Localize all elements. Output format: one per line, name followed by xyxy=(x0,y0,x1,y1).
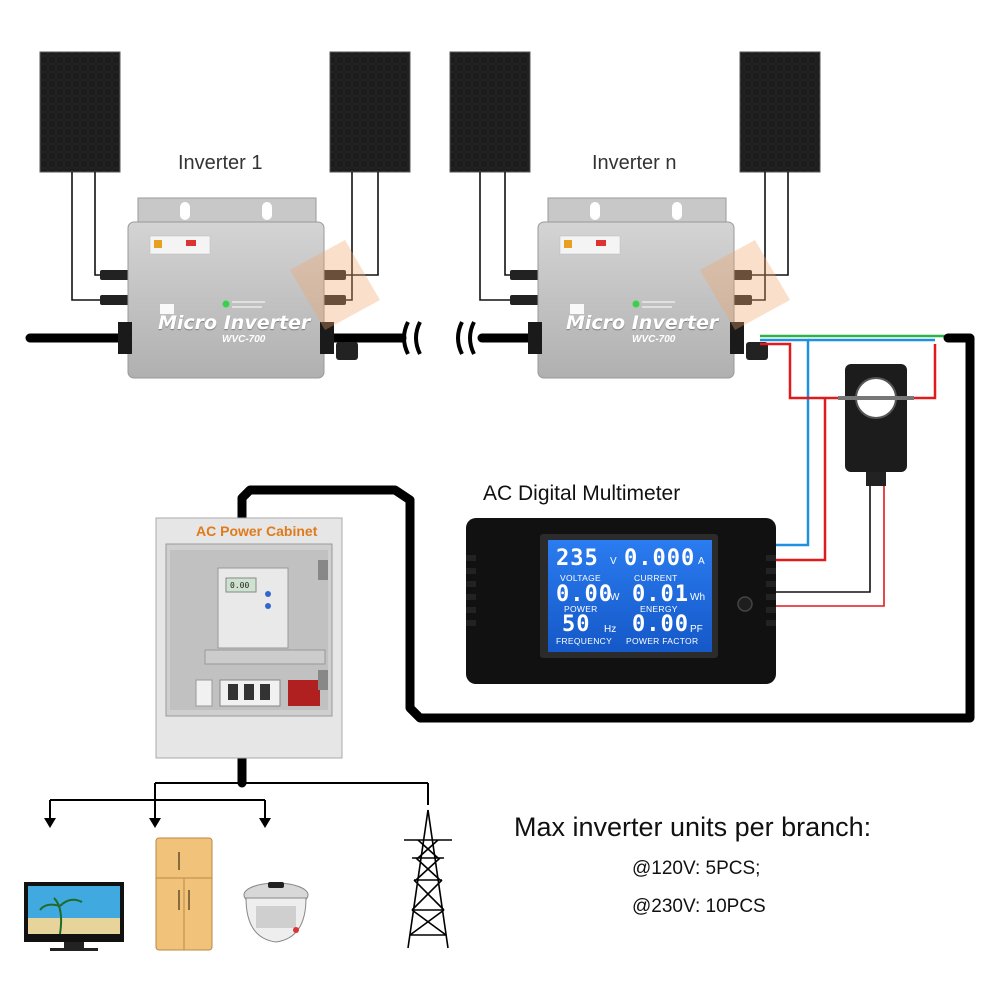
inverter-n-device xyxy=(528,197,790,379)
energy-unit: Wh xyxy=(690,592,705,603)
rice-cooker-icon xyxy=(243,882,309,943)
output-wires xyxy=(760,334,950,562)
frequency-unit: Hz xyxy=(604,624,617,635)
solar-panel-icon xyxy=(449,51,531,173)
energy-caption: ENERGY xyxy=(640,604,678,614)
power-factor-caption: POWER FACTOR xyxy=(626,636,699,646)
current-unit: A xyxy=(698,556,705,567)
power-factor-unit: PF xyxy=(690,624,703,635)
inverter-n-label: Inverter n xyxy=(592,152,677,174)
voltage-value: 235 xyxy=(556,546,599,571)
solar-panel-icon xyxy=(39,51,121,173)
cable-break-symbol xyxy=(402,321,476,355)
inverter-1-brand: Micro Inverter xyxy=(158,312,311,334)
power-value: 0.00 xyxy=(556,582,613,607)
fridge-icon xyxy=(155,837,213,951)
solar-panel-icon xyxy=(739,51,821,173)
energy-meter-display: 0.00 xyxy=(230,581,250,590)
inverter-n-model: WVC-700 xyxy=(632,334,676,345)
ac-power-cabinet xyxy=(155,517,343,759)
solar-panel-icon xyxy=(329,51,411,173)
power-caption: POWER xyxy=(564,604,598,614)
inverter-1-device xyxy=(118,197,380,379)
arrow-heads xyxy=(44,818,271,828)
multimeter-title: AC Digital Multimeter xyxy=(483,482,681,505)
ct-leads xyxy=(772,486,885,607)
energy-value: 0.01 xyxy=(632,582,689,607)
frequency-value: 50 xyxy=(562,612,591,637)
power-unit: W xyxy=(610,592,620,603)
inverter-1-label: Inverter 1 xyxy=(178,152,263,174)
tv-icon xyxy=(24,882,124,951)
voltage-unit: V xyxy=(610,556,617,567)
ct-clamp-icon xyxy=(838,364,914,486)
cabinet-title: AC Power Cabinet xyxy=(196,523,318,539)
multimeter-device xyxy=(466,518,776,684)
current-caption: CURRENT xyxy=(634,573,678,583)
power-tower-icon xyxy=(404,809,452,949)
capacity-230v: @230V: 10PCS xyxy=(632,896,766,917)
inverter-n-brand: Micro Inverter xyxy=(566,312,719,334)
distribution-lines xyxy=(49,782,429,820)
voltage-caption: VOLTAGE xyxy=(560,573,601,583)
ac-output-cable xyxy=(237,333,975,788)
dc-wires xyxy=(71,172,789,301)
power-factor-value: 0.00 xyxy=(632,612,689,637)
frequency-caption: FREQUENCY xyxy=(556,636,613,646)
current-value: 0.000 xyxy=(624,546,696,571)
inverter-1-model: WVC-700 xyxy=(222,334,266,345)
capacity-120v: @120V: 5PCS; xyxy=(632,858,761,879)
capacity-title: Max inverter units per branch: xyxy=(514,812,872,842)
